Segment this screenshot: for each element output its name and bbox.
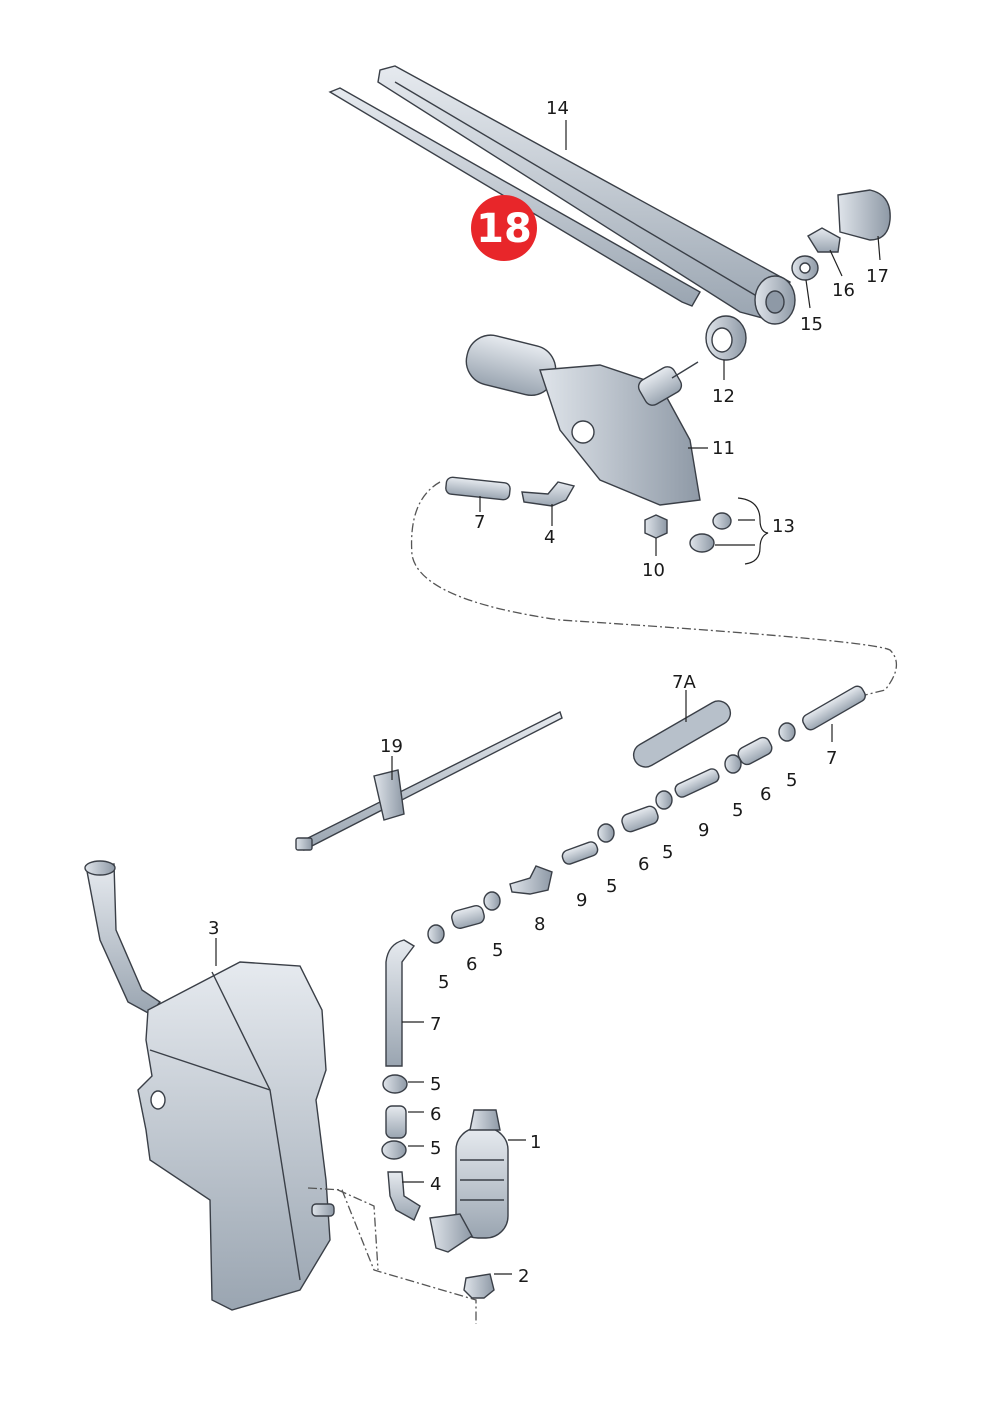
highlight-badge-text: 18 <box>476 206 532 252</box>
label-10: 10 <box>642 560 665 581</box>
washer-pump <box>307 1109 509 1324</box>
part-labels: 14 17 16 15 12 11 7 4 13 10 7A 7 5 6 5 9… <box>208 98 889 1287</box>
label-11: 11 <box>712 438 735 459</box>
label-15: 15 <box>800 314 823 335</box>
elbow-connector-top <box>521 481 576 507</box>
t-connector <box>674 768 720 798</box>
filler-neck <box>85 863 162 1015</box>
cover-cap <box>837 189 891 241</box>
perforated-hose-7a <box>632 700 732 768</box>
pump-grommet <box>463 1273 495 1299</box>
reservoir-body <box>137 961 331 1311</box>
cable-tie <box>295 711 563 851</box>
wiper-motor <box>465 334 708 506</box>
label-7a: 7A <box>672 672 696 693</box>
label-6-d: 6 <box>430 1104 441 1125</box>
label-4-bottom: 4 <box>430 1174 441 1195</box>
label-6-c: 6 <box>466 954 477 975</box>
cap-and-nuts <box>791 189 891 281</box>
label-9-b: 9 <box>576 890 587 911</box>
label-17: 17 <box>866 266 889 287</box>
label-5-c: 5 <box>662 842 673 863</box>
label-12: 12 <box>712 386 735 407</box>
label-1: 1 <box>530 1132 541 1153</box>
label-5-h: 5 <box>430 1138 441 1159</box>
label-13: 13 <box>772 516 795 537</box>
label-5-g: 5 <box>430 1074 441 1095</box>
label-9-a: 9 <box>698 820 709 841</box>
label-4-top: 4 <box>544 527 555 548</box>
label-5-a: 5 <box>786 770 797 791</box>
grommet-seal <box>705 315 747 361</box>
label-7-right: 7 <box>826 748 837 769</box>
label-6-b: 6 <box>638 854 649 875</box>
mounting-nuts <box>644 497 769 565</box>
check-valve <box>509 865 553 895</box>
pipe-chain <box>381 685 866 1221</box>
label-8: 8 <box>534 914 545 935</box>
upper-hose <box>410 476 897 696</box>
label-5-d: 5 <box>606 876 617 897</box>
clip <box>807 227 841 253</box>
label-7-top: 7 <box>474 512 485 533</box>
bolt-lower <box>689 533 715 553</box>
label-5-e: 5 <box>492 940 503 961</box>
highlight-badge[interactable]: 18 <box>471 195 537 261</box>
leader-lines <box>215 120 881 1275</box>
label-14: 14 <box>546 98 569 119</box>
hex-nut <box>644 514 668 539</box>
label-2: 2 <box>518 1266 529 1287</box>
label-5-f: 5 <box>438 972 449 993</box>
label-19: 19 <box>380 736 403 757</box>
label-16: 16 <box>832 280 855 301</box>
label-5-b: 5 <box>732 800 743 821</box>
washer-reservoir <box>84 860 335 1311</box>
wiper-arm <box>377 65 791 321</box>
label-7-mid: 7 <box>430 1014 441 1035</box>
bolt-upper <box>712 512 732 530</box>
highlight-badge-circle <box>471 195 537 261</box>
label-3: 3 <box>208 918 219 939</box>
label-6-a: 6 <box>760 784 771 805</box>
